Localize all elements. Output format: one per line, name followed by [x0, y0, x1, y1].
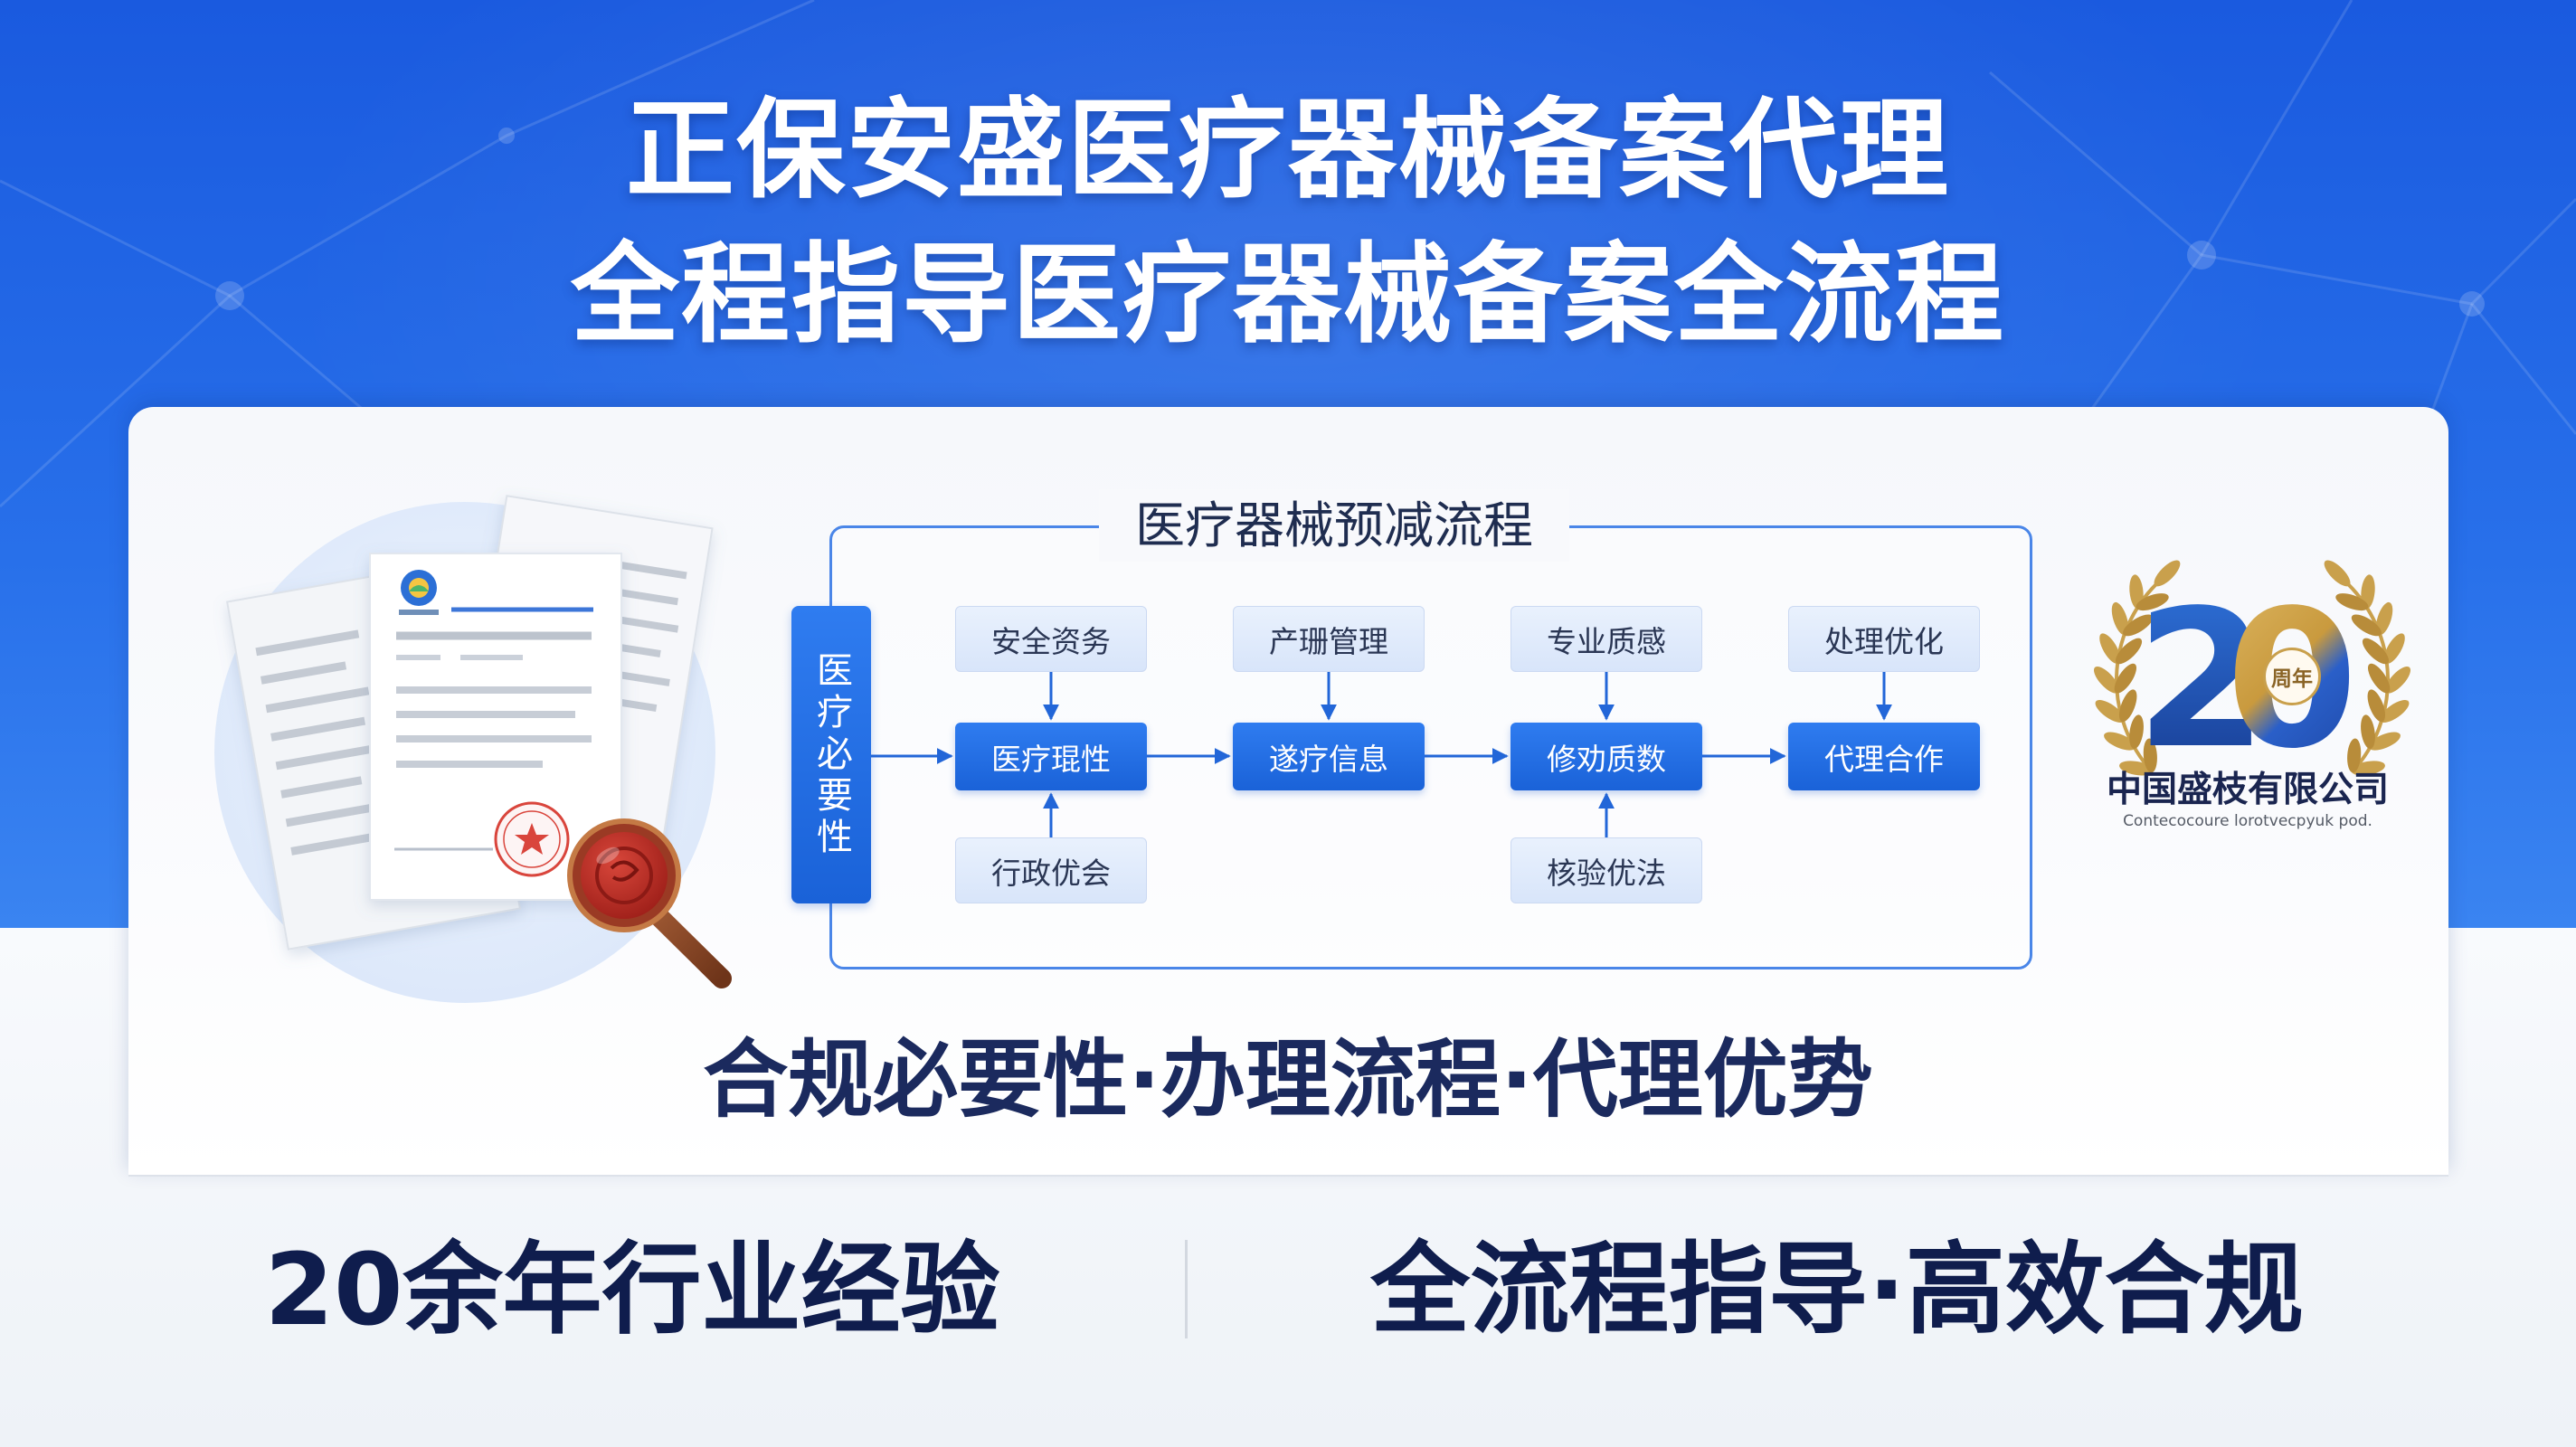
flow-input-box-4: 处理优化 — [1788, 606, 1980, 672]
laurel-leaf — [2093, 666, 2119, 694]
anniversary-digit-2: 2 — [2136, 569, 2268, 790]
network-pattern-background — [0, 0, 2576, 928]
flow-step-box-4: 代理合作 — [1788, 723, 1980, 790]
laurel-leaf — [2115, 638, 2143, 665]
footer-experience: 20余年行业经验 — [264, 1232, 1000, 1348]
document-stack-icon — [214, 495, 732, 1003]
laurel-leaf — [2367, 689, 2386, 723]
laurel-leaf — [2154, 560, 2181, 587]
laurel-leaf — [2362, 638, 2390, 665]
flow-input-box-3: 专业质感 — [1511, 606, 1702, 672]
laurel-leaf — [2347, 738, 2362, 773]
front-document — [369, 553, 622, 901]
laurel-leaf — [2095, 700, 2125, 723]
flow-diagram-title: 医疗器械预减流程 — [1099, 489, 1569, 562]
laurel-leaf — [2351, 761, 2385, 776]
company-name-english: Contecocoure lorotvecpyuk pod. — [2123, 812, 2372, 830]
flow-step-box-3: 修劝质数 — [1511, 723, 1702, 790]
horizontal-divider — [128, 1175, 2448, 1177]
flow-input-box-2: 产珊管理 — [1233, 606, 1425, 672]
laurel-leaf — [2104, 732, 2136, 751]
title-line-2: 全程指导医疗器械备案全流程 — [571, 232, 2005, 358]
laurel-leaf — [2383, 633, 2405, 665]
flow-start-box: 医疗必要性 — [791, 606, 871, 903]
laurel-leaf — [2122, 614, 2154, 637]
anniversary-label: 周年 — [2263, 648, 2321, 705]
laurel-leaf — [2361, 714, 2375, 750]
flow-start-label: 医疗必要性 — [810, 650, 852, 859]
flow-support-box-3: 核验优法 — [1511, 837, 1702, 903]
laurel-leaf — [2380, 700, 2410, 723]
document-logo-icon — [399, 570, 439, 615]
laurel-leaf — [2361, 574, 2375, 610]
footer-guidance: 全流程指导·高效合规 — [1370, 1232, 2304, 1348]
company-name: 中国盛枝有限公司 — [2106, 770, 2389, 810]
wax-seal-magnifier-icon — [567, 818, 732, 988]
laurel-leaf — [2099, 633, 2121, 665]
laurel-leaf — [2335, 593, 2369, 611]
laurel-leaf — [2136, 593, 2169, 611]
flow-input-box-1: 安全资务 — [955, 606, 1147, 672]
flow-step-box-1: 医疗琨性 — [955, 723, 1147, 790]
subtitle: 合规必要性·办理流程·代理优势 — [703, 1031, 1873, 1130]
laurel-leaf — [2111, 601, 2129, 636]
title-line-1: 正保安盛医疗器械备案代理 — [626, 88, 1950, 213]
laurel-leaf — [2385, 666, 2411, 694]
laurel-leaf — [2367, 663, 2391, 694]
footer-divider — [1185, 1240, 1188, 1338]
laurel-leaf — [2375, 601, 2393, 636]
laurel-leaf — [2118, 689, 2137, 723]
laurel-leaf — [2129, 714, 2144, 750]
laurel-leaf — [2129, 574, 2144, 610]
red-stamp-icon — [494, 801, 570, 877]
laurel-leaf — [2143, 738, 2157, 773]
laurel-wreath-icon — [2093, 560, 2411, 776]
laurel-leaf — [2351, 614, 2382, 637]
laurel-leaf — [2114, 663, 2137, 694]
flow-support-box-1: 行政优会 — [955, 837, 1147, 903]
flow-step-box-2: 遂疗信息 — [1233, 723, 1425, 790]
laurel-leaf — [2368, 732, 2401, 751]
laurel-leaf — [2324, 560, 2351, 587]
page-title: 正保安盛医疗器械备案代理 全程指导医疗器械备案全流程 — [0, 79, 2576, 368]
laurel-leaf — [2119, 761, 2154, 776]
